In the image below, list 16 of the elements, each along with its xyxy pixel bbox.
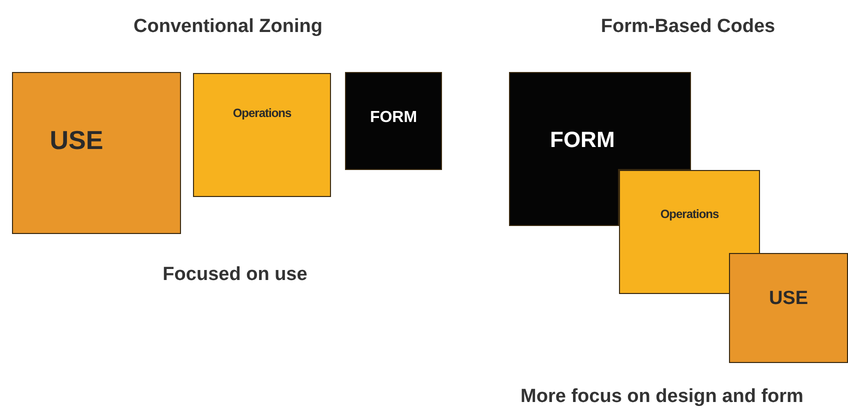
block-label: FORM bbox=[550, 127, 615, 153]
block-label: USE bbox=[50, 125, 104, 156]
zoning-block bbox=[729, 253, 848, 363]
column-heading: Form-Based Codes bbox=[600, 16, 776, 38]
zoning-block bbox=[193, 73, 331, 197]
block-label: Operations bbox=[232, 106, 292, 120]
zoning-block bbox=[509, 72, 691, 170]
zoning-block bbox=[12, 72, 181, 234]
zoning-block bbox=[345, 72, 442, 170]
block-label: Operations bbox=[660, 207, 719, 221]
column-caption: More focus on design and form bbox=[520, 386, 804, 408]
zoning-block bbox=[619, 170, 760, 294]
block-label: USE bbox=[768, 288, 808, 310]
column-caption: Focused on use bbox=[162, 264, 308, 286]
block-label: FORM bbox=[370, 109, 418, 127]
column-heading: Conventional Zoning bbox=[134, 16, 322, 38]
